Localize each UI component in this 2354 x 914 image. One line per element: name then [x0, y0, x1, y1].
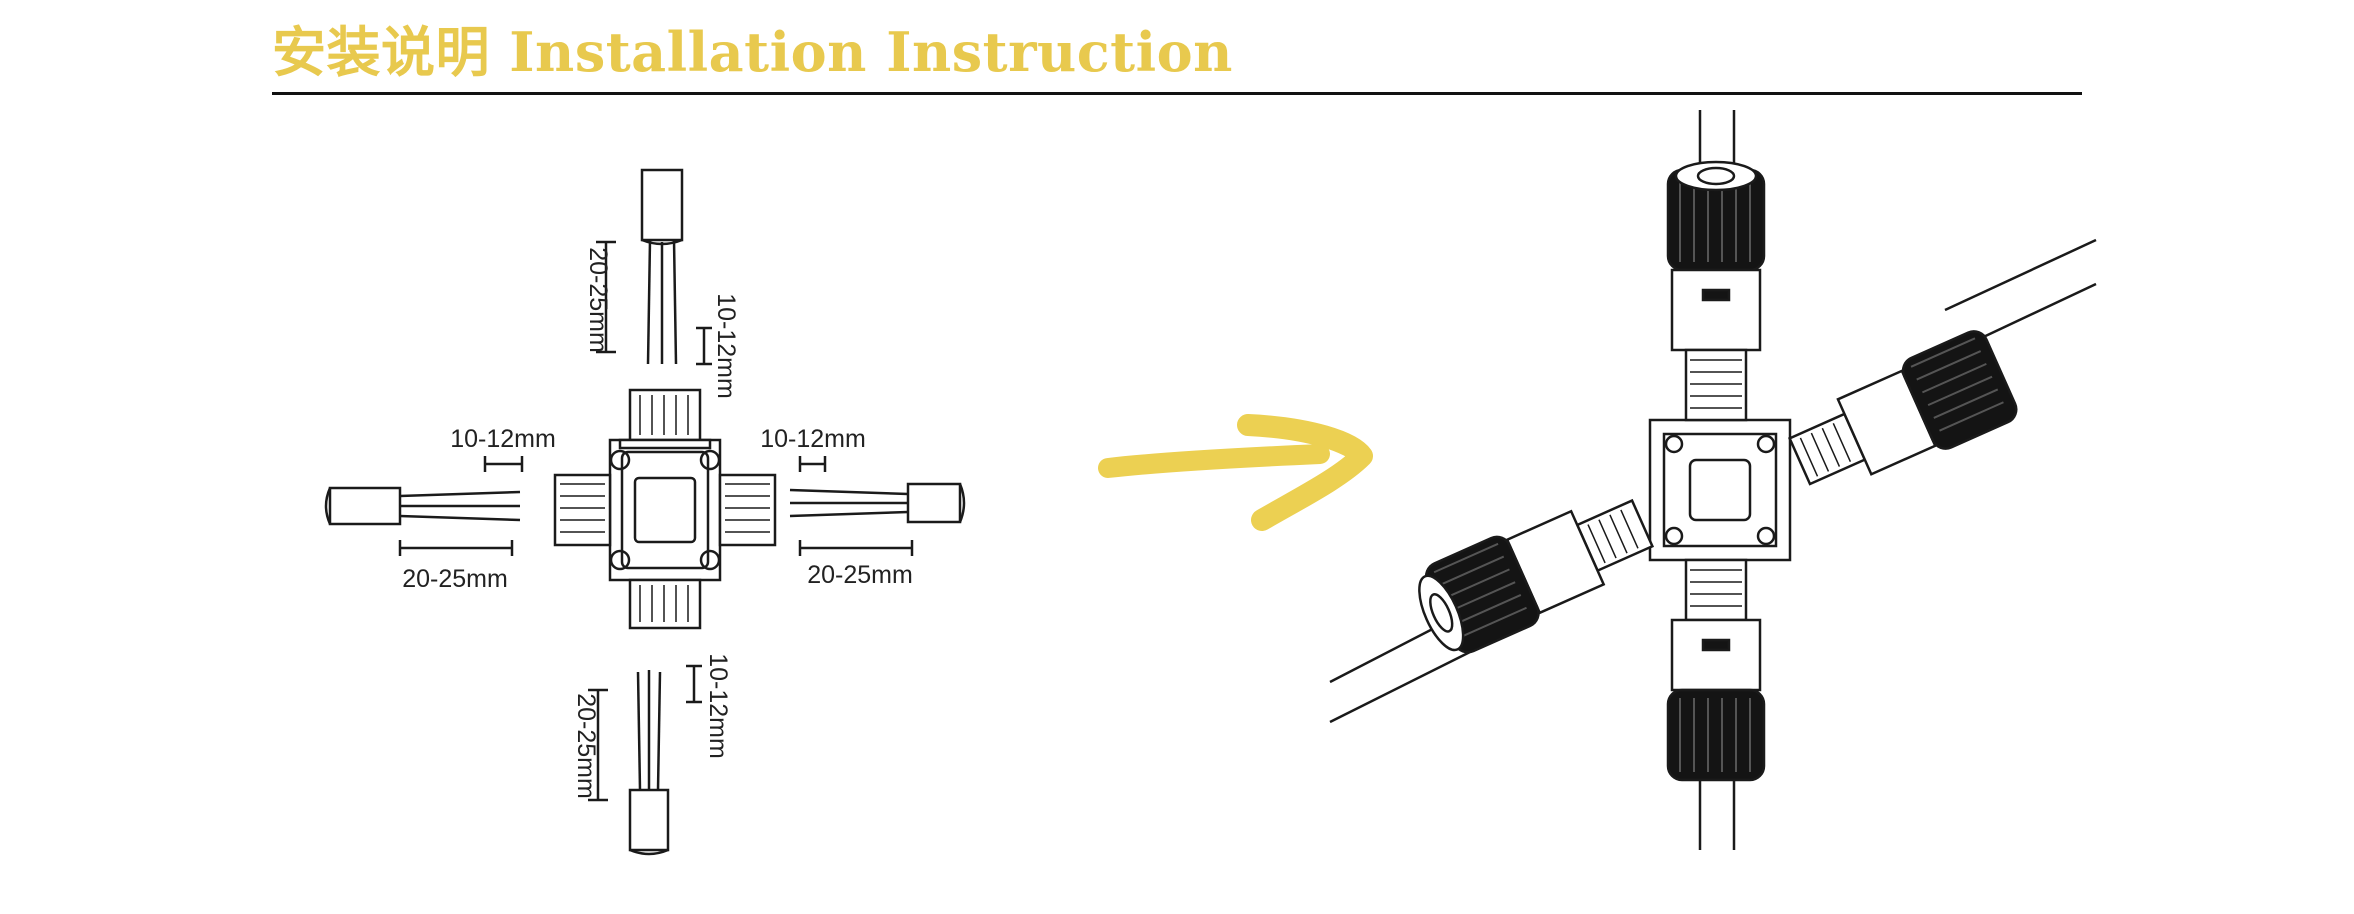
right-arrow-icon [1098, 414, 1373, 531]
top-wire-length-label: 10-12mm [712, 293, 740, 399]
bottom-strip-length-label: 20-25mm [572, 693, 600, 799]
connector-body [553, 388, 777, 630]
left-strip-length-label: 20-25mm [402, 565, 508, 593]
left-cable-gland [1418, 498, 1655, 654]
page-title: 安装说明 Installation Instruction [272, 20, 1233, 84]
wiring-diagram [324, 168, 966, 856]
right-wire-length-label: 10-12mm [760, 425, 866, 453]
bottom-cable [628, 670, 670, 856]
top-strip-length-label: 20-25mm [584, 247, 612, 353]
title-divider [272, 92, 2082, 95]
top-cable-gland [1666, 160, 1766, 422]
right-cable-gland [1787, 330, 2018, 486]
right-cable [789, 482, 966, 524]
assembled-connector [1329, 110, 2097, 850]
bottom-cable-gland [1666, 558, 1766, 782]
top-cable [640, 168, 684, 365]
bottom-wire-length-label: 10-12mm [704, 653, 732, 759]
left-cable [324, 486, 521, 526]
left-wire-length-label: 10-12mm [450, 425, 556, 453]
right-strip-length-label: 20-25mm [807, 561, 913, 589]
